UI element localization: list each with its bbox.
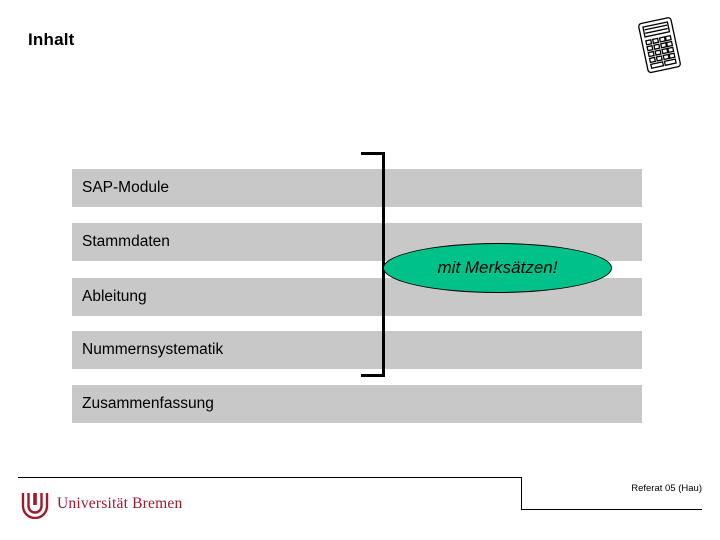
calculator-icon	[627, 14, 693, 76]
bracket-shape	[361, 152, 385, 377]
list-item-label: Zusammenfassung	[82, 395, 214, 412]
list-item-label: Stammdaten	[82, 233, 170, 250]
callout-ellipse: mit Merksätzen!	[383, 243, 612, 293]
list-item[interactable]: SAP-Module	[72, 169, 642, 207]
list-item[interactable]: Nummernsystematik	[72, 331, 642, 369]
callout-label: mit Merksätzen!	[437, 258, 558, 277]
university-bremen-logo-icon	[20, 489, 50, 520]
university-logo: Universität Bremen	[20, 489, 183, 520]
page-title: Inhalt	[28, 30, 75, 49]
list-item[interactable]: Stammdaten	[72, 223, 642, 261]
university-logo-text: Universität Bremen	[57, 495, 183, 512]
list-item[interactable]: Zusammenfassung	[72, 385, 642, 423]
footer-divider-vertical	[521, 477, 522, 510]
list-item-label: SAP-Module	[82, 179, 170, 196]
footer-divider-right	[521, 509, 702, 510]
list-item-label: Ableitung	[82, 288, 147, 305]
footer-note: Referat 05 (Hau)	[631, 483, 702, 494]
list-item-label: Nummernsystematik	[82, 341, 224, 358]
footer-divider-left	[18, 477, 522, 478]
